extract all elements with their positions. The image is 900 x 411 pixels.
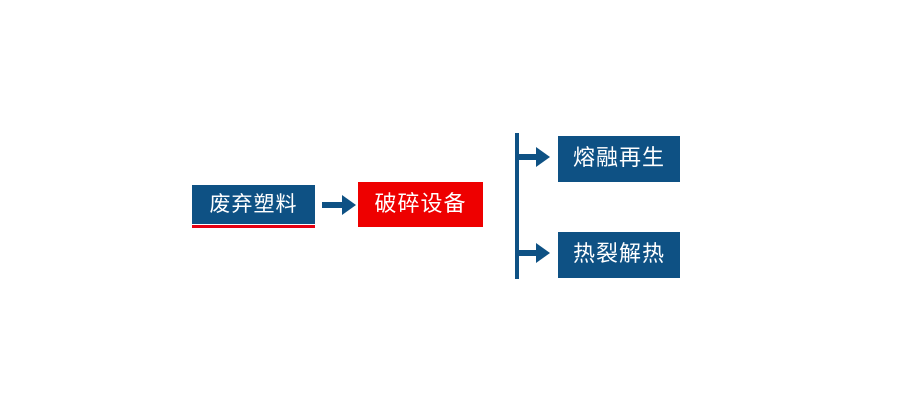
node-pyrolysis-label: 热裂解热	[572, 242, 665, 267]
node-melt-regeneration[interactable]: 熔融再生	[558, 136, 680, 182]
node-crushing-equipment-label: 破碎设备	[374, 191, 467, 217]
node-waste-plastic-underline	[192, 225, 315, 228]
node-waste-plastic-label: 废弃塑料	[209, 192, 298, 216]
node-crushing-equipment[interactable]: 破碎设备	[358, 182, 483, 227]
node-waste-plastic[interactable]: 废弃塑料	[192, 185, 315, 224]
arrow-right-icon	[322, 190, 358, 220]
node-pyrolysis[interactable]: 热裂解热	[558, 232, 680, 278]
branch-split-connector	[508, 126, 560, 286]
node-melt-regeneration-label: 熔融再生	[572, 146, 665, 171]
